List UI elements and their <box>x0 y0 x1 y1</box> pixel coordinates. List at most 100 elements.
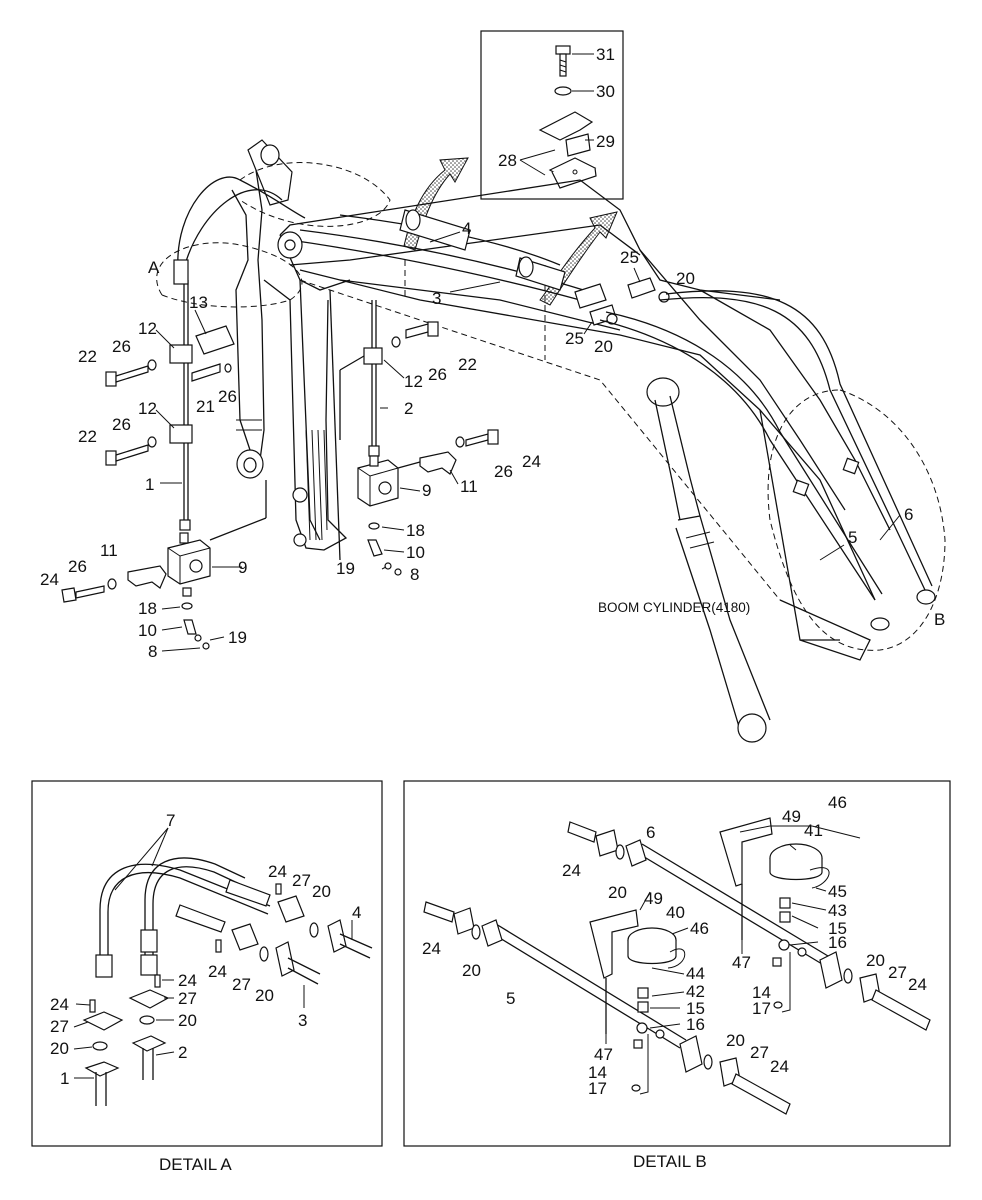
da-label-27d: 27 <box>50 1017 69 1036</box>
bolt-22-left-icon <box>105 365 149 466</box>
label-12a: 12 <box>138 319 157 338</box>
db-label-20a: 20 <box>608 883 627 902</box>
inset-label-28: 28 <box>498 151 517 170</box>
db-label-41: 41 <box>804 821 823 840</box>
label-18b: 18 <box>406 521 425 540</box>
label-8a: 8 <box>148 642 157 661</box>
label-18a: 18 <box>138 599 157 618</box>
db-label-16a: 16 <box>828 933 847 952</box>
detail-a-labels: 7 24 27 20 4 24 27 20 3 24 27 20 2 24 27… <box>50 811 361 1088</box>
boom-cylinder-icon <box>646 377 771 743</box>
inset-label-29: 29 <box>596 132 615 151</box>
detail-a-caption: DETAIL A <box>159 1155 232 1174</box>
db-label-24c: 24 <box>908 975 927 994</box>
detail-b-panel <box>403 780 951 1147</box>
label-20a: 20 <box>676 269 695 288</box>
da-label-24b: 24 <box>208 962 227 981</box>
db-label-24a: 24 <box>562 861 581 880</box>
label-24a: 24 <box>40 570 59 589</box>
db-label-14a: 14 <box>752 983 771 1002</box>
db-label-20d: 20 <box>726 1031 745 1050</box>
label-26d: 26 <box>68 557 87 576</box>
valve-9-right-icon <box>357 455 402 576</box>
clamp-29-icon <box>538 111 594 157</box>
main-leader-lines <box>155 231 901 652</box>
label-1: 1 <box>145 475 154 494</box>
db-label-45: 45 <box>828 882 847 901</box>
bucket-cylinder-icon <box>231 139 293 479</box>
label-10b: 10 <box>406 543 425 562</box>
label-11a: 11 <box>100 541 118 560</box>
label-20b: 20 <box>594 337 613 356</box>
label-22b: 22 <box>78 427 97 446</box>
db-label-43: 43 <box>828 901 847 920</box>
label-4: 4 <box>462 219 471 238</box>
label-24b: 24 <box>522 452 541 471</box>
da-label-1: 1 <box>60 1069 69 1088</box>
db-label-40: 40 <box>666 903 685 922</box>
db-label-27b: 27 <box>750 1043 769 1062</box>
db-label-46b: 46 <box>690 919 709 938</box>
db-label-15b: 15 <box>686 999 705 1018</box>
main-labels: A 13 12 26 22 21 26 12 26 22 1 11 26 24 … <box>40 219 945 661</box>
db-label-24b: 24 <box>422 939 441 958</box>
db-label-24d: 24 <box>770 1057 789 1076</box>
label-19a: 19 <box>228 628 247 647</box>
db-label-16b: 16 <box>686 1015 705 1034</box>
da-label-20b: 20 <box>255 986 274 1005</box>
label-12c: 12 <box>404 372 423 391</box>
dipper-arm-icon <box>263 279 348 551</box>
db-label-20b: 20 <box>462 961 481 980</box>
fitting-25-20-icon <box>574 277 670 326</box>
da-label-27a: 27 <box>292 871 311 890</box>
clamp-inset: 31 30 29 28 <box>480 30 624 200</box>
main-assembly <box>61 139 946 743</box>
da-label-24a: 24 <box>268 862 287 881</box>
db-label-46a: 46 <box>828 793 847 812</box>
db-label-49a: 49 <box>782 807 801 826</box>
label-21: 21 <box>196 397 215 416</box>
label-26e: 26 <box>428 365 447 384</box>
da-label-20a: 20 <box>312 882 331 901</box>
da-label-3: 3 <box>298 1011 307 1030</box>
label-5: 5 <box>848 528 857 547</box>
db-label-17a: 17 <box>752 999 771 1018</box>
label-26c: 26 <box>112 415 131 434</box>
label-26b: 26 <box>218 387 237 406</box>
label-8b: 8 <box>410 565 419 584</box>
inset-label-30: 30 <box>596 82 615 101</box>
label-26f: 26 <box>494 462 513 481</box>
label-19b: 19 <box>336 559 355 578</box>
label-22c: 22 <box>458 355 477 374</box>
marker-b-label: B <box>934 610 945 629</box>
da-label-7: 7 <box>166 811 175 830</box>
label-6: 6 <box>904 505 913 524</box>
da-label-24c: 24 <box>178 971 197 990</box>
da-label-2: 2 <box>178 1043 187 1062</box>
label-9b: 9 <box>422 481 431 500</box>
da-label-24d: 24 <box>50 995 69 1014</box>
washer-30-icon <box>554 86 572 96</box>
da-label-27c: 27 <box>178 989 197 1008</box>
detail-b-labels: 46 49 41 6 24 20 45 43 15 16 47 49 40 46… <box>422 793 927 1098</box>
da-label-4: 4 <box>352 903 361 922</box>
db-label-49b: 49 <box>644 889 663 908</box>
label-25b: 25 <box>565 329 584 348</box>
da-label-27b: 27 <box>232 975 251 994</box>
db-label-17b: 17 <box>588 1079 607 1098</box>
marker-a-label: A <box>148 258 160 277</box>
label-26a: 26 <box>112 337 131 356</box>
db-label-27a: 27 <box>888 963 907 982</box>
da-label-20c: 20 <box>178 1011 197 1030</box>
db-label-47b: 47 <box>594 1045 613 1064</box>
label-13: 13 <box>189 293 208 312</box>
db-label-15a: 15 <box>828 919 847 938</box>
detail-a-panel <box>31 780 383 1147</box>
bolt-31-icon <box>555 45 571 77</box>
da-label-20d: 20 <box>50 1039 69 1058</box>
db-label-5: 5 <box>506 989 515 1008</box>
boom-cylinder-caption: BOOM CYLINDER(4180) <box>598 600 750 615</box>
label-25a: 25 <box>620 248 639 267</box>
db-label-42: 42 <box>686 982 705 1001</box>
